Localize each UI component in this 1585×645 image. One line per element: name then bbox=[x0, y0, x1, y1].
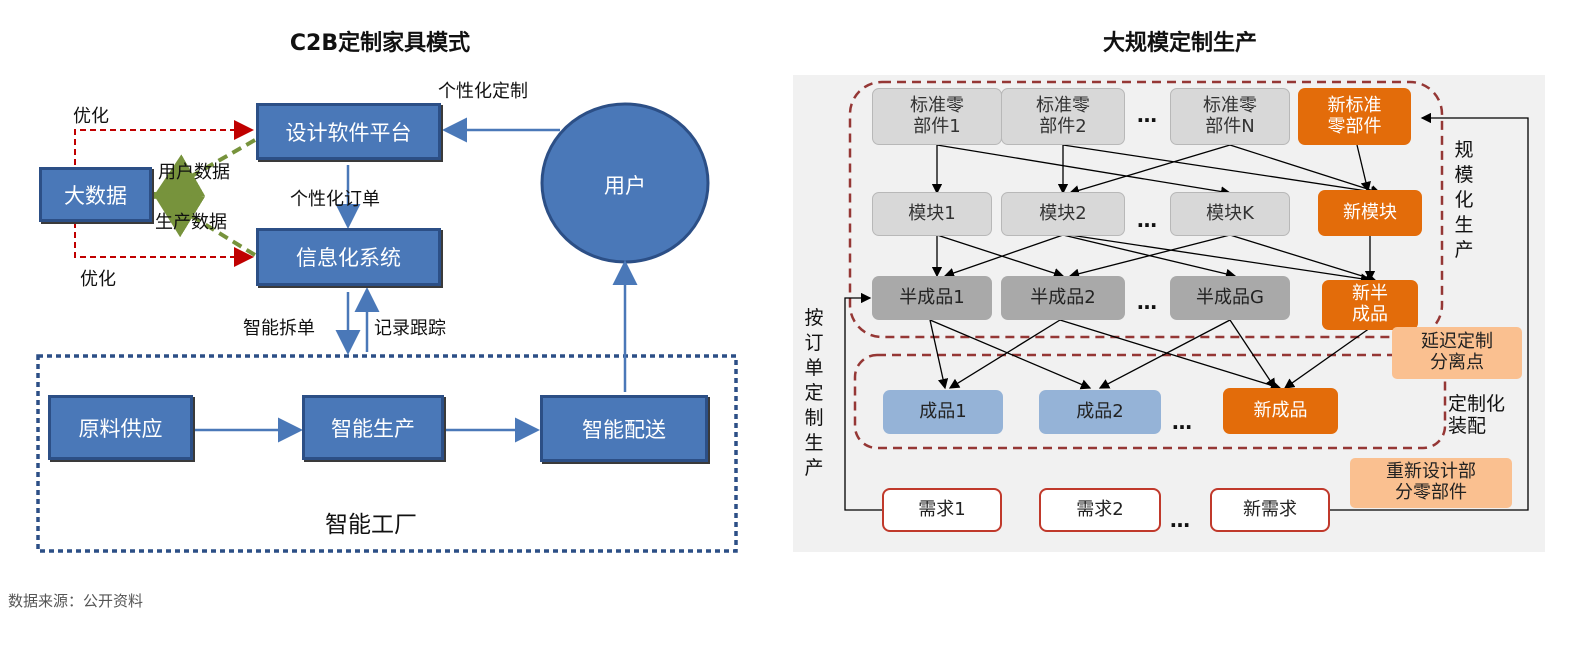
mass-production-label: 规模化生产 bbox=[1454, 139, 1474, 261]
semi-product-1: 半成品1 bbox=[872, 276, 992, 320]
demand-2: 需求2 bbox=[1039, 488, 1161, 532]
new-demand: 新需求 bbox=[1210, 488, 1330, 532]
design-software-platform-node: 设计软件平台 bbox=[256, 103, 441, 160]
personalized-custom-label: 个性化定制 bbox=[438, 81, 528, 102]
demand-1: 需求1 bbox=[882, 488, 1002, 532]
optimize-bottom-label: 优化 bbox=[80, 269, 116, 290]
module-2: 模块2 bbox=[1001, 192, 1125, 236]
ellipsis-row5: … bbox=[1170, 508, 1191, 532]
optimize-top-label: 优化 bbox=[73, 106, 109, 127]
data-source: 数据来源：公开资料 bbox=[8, 592, 144, 610]
left-title: C2B定制家具模式 bbox=[289, 31, 471, 56]
semi-product-2: 半成品2 bbox=[1001, 276, 1125, 320]
user-data-label: 用户数据 bbox=[158, 162, 230, 183]
new-standard-part: 新标准 零部件 bbox=[1298, 88, 1411, 145]
custom-assembly-label: 定制化 装配 bbox=[1448, 393, 1506, 437]
smart-factory-label: 智能工厂 bbox=[325, 512, 417, 538]
custom-assembly-frame bbox=[853, 353, 1447, 450]
standard-part-n: 标准零 部件N bbox=[1170, 88, 1290, 145]
module-k: 模块K bbox=[1170, 192, 1290, 236]
ellipsis-row4: … bbox=[1172, 410, 1193, 434]
production-data-label: 生产数据 bbox=[155, 212, 227, 233]
redesign-parts-note: 重新设计部 分零部件 bbox=[1350, 458, 1512, 508]
new-semi-product: 新半 成品 bbox=[1322, 280, 1418, 330]
ellipsis-row1: … bbox=[1137, 103, 1158, 127]
smart-factory-frame bbox=[36, 354, 738, 553]
mass-production-frame bbox=[848, 80, 1444, 339]
new-module: 新模块 bbox=[1318, 190, 1422, 236]
finished-product-2: 成品2 bbox=[1039, 390, 1161, 434]
big-data-node: 大数据 bbox=[39, 167, 152, 222]
module-1: 模块1 bbox=[872, 192, 992, 236]
info-system-node: 信息化系统 bbox=[256, 228, 441, 286]
delay-decoupling-point-note: 延迟定制 分离点 bbox=[1392, 327, 1522, 379]
raw-supply-node: 原料供应 bbox=[48, 395, 193, 460]
smart-delivery-node: 智能配送 bbox=[540, 395, 708, 462]
smart-split-label: 智能拆单 bbox=[243, 318, 315, 339]
user-node-label: 用户 bbox=[604, 174, 646, 198]
record-tracking-label: 记录跟踪 bbox=[374, 318, 446, 339]
by-order-production-label: 按订单定制生产 bbox=[804, 307, 824, 479]
personalized-order-label: 个性化订单 bbox=[290, 189, 380, 210]
new-finished-product: 新成品 bbox=[1223, 388, 1338, 434]
standard-part-1: 标准零 部件1 bbox=[872, 88, 1002, 145]
semi-product-g: 半成品G bbox=[1170, 276, 1290, 320]
ellipsis-row3: … bbox=[1137, 290, 1158, 314]
standard-part-2: 标准零 部件2 bbox=[1001, 88, 1125, 145]
ellipsis-row2: … bbox=[1137, 208, 1158, 232]
smart-production-node: 智能生产 bbox=[302, 395, 444, 460]
right-title: 大规模定制生产 bbox=[1102, 31, 1257, 56]
finished-product-1: 成品1 bbox=[883, 390, 1003, 434]
